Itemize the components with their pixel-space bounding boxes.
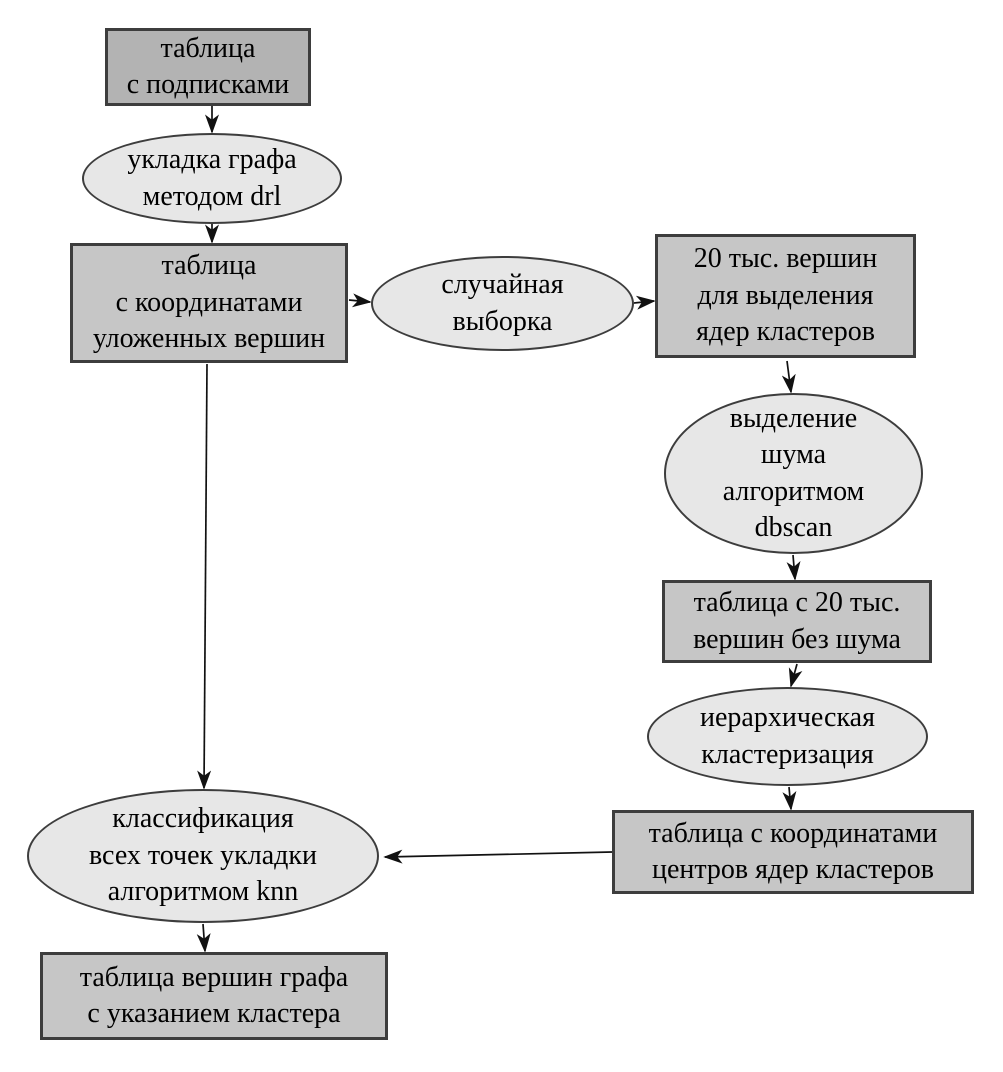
node-label-line: ядер кластеров [696, 316, 875, 348]
node-label-line: таблица с координатами [648, 817, 938, 849]
node-label-line: с указанием кластера [87, 998, 341, 1029]
arrow-hierarchical-to-centers [782, 786, 797, 811]
arrow-sample-to-20k [633, 295, 656, 310]
arrow-coords-to-sample [348, 293, 372, 308]
node-knn-classification: классификация всех точек укладки алгоритмо… [27, 789, 379, 923]
node-label-line: 20 тыс. вершин [693, 243, 878, 275]
node-final-table: таблица вершин графа с указанием кластера [40, 952, 388, 1040]
node-coords-table: таблица с координатами уложенных вершин [70, 243, 348, 363]
node-label-line: с координатами [115, 286, 303, 318]
node-subscriptions-table: таблица с подписками [105, 28, 311, 106]
node-label-line: для выделения [697, 279, 874, 311]
node-cluster-centers-table: таблица с координатами центров ядер класт… [612, 810, 974, 894]
node-label-line: выборка [452, 305, 553, 337]
node-label-line: таблица [161, 250, 257, 282]
arrow-dbscan-to-clean [786, 554, 801, 581]
node-label-line: методом drl [142, 180, 282, 212]
node-label-line: шума [760, 439, 827, 471]
node-label-line: иерархическая [700, 702, 875, 734]
node-label-line: таблица [160, 32, 256, 64]
node-table-20k-clean: таблица с 20 тыс. вершин без шума [662, 580, 932, 663]
arrow-clean-to-hierarchical [788, 663, 803, 688]
arrow-coords-to-knn [197, 363, 212, 790]
node-label-line: уложенных вершин [92, 323, 326, 355]
node-label-line: таблица с 20 тыс. [693, 587, 901, 619]
node-label-line: центров ядер кластеров [651, 854, 935, 885]
node-label-line: алгоритмом knn [107, 876, 299, 908]
node-label-line: dbscan [754, 511, 833, 543]
node-random-sample: случайная выборка [371, 256, 634, 351]
node-label-line: классификация [112, 803, 294, 835]
node-label-line: вершин без шума [693, 623, 901, 655]
arrow-knn-to-final [196, 923, 211, 953]
arrow-20k-to-dbscan [781, 360, 796, 394]
node-hierarchical-clustering: иерархическая кластеризация [647, 687, 928, 786]
node-label-line: случайная [441, 269, 564, 301]
node-label-line: с подписками [126, 69, 290, 100]
node-label-line: укладка графа [127, 144, 297, 176]
node-label-line: алгоритмом [722, 475, 865, 507]
node-label-line: кластеризация [701, 738, 874, 770]
node-label-line: всех точек укладки [89, 839, 317, 871]
node-drl-layout: укладка графа методом drl [82, 133, 342, 224]
node-label-line: выделение [729, 402, 858, 434]
node-dbscan-noise: выделение шума алгоритмом dbscan [664, 393, 923, 554]
node-label-line: таблица вершин графа [79, 961, 349, 993]
arrow-centers-to-knn [383, 849, 613, 864]
node-sample-20k: 20 тыс. вершин для выделения ядер кластеро… [655, 234, 916, 358]
